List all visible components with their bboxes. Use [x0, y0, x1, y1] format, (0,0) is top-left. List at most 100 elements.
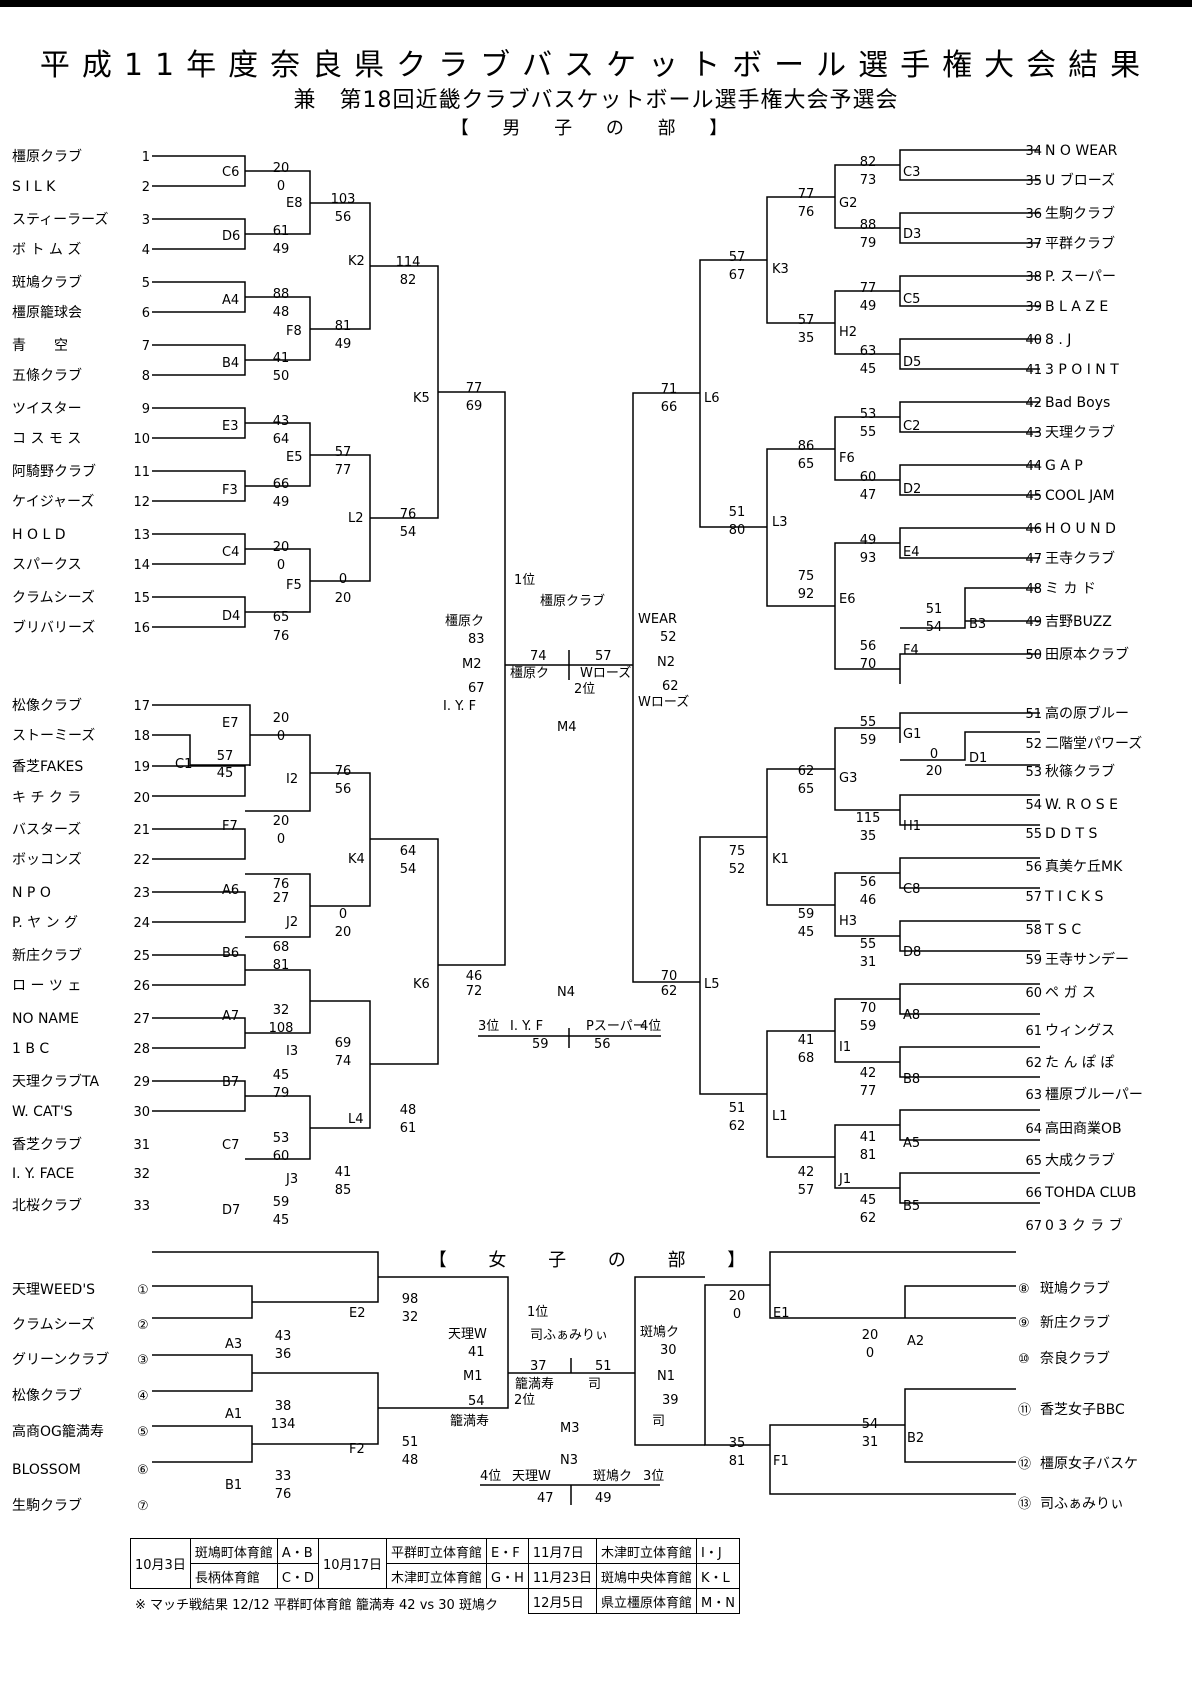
svg-text:U ブローズ: U ブローズ: [1045, 172, 1115, 189]
match-code: B5: [903, 1199, 920, 1214]
match-code: B1: [225, 1478, 242, 1493]
score: 81: [860, 1148, 877, 1163]
third-place-label: 3位: [643, 1469, 664, 1484]
svg-text:ケイジャーズ: ケイジャーズ: [12, 494, 94, 510]
n2-team2: Wローズ: [638, 694, 689, 710]
score: 70: [860, 657, 877, 672]
venue-cell: 斑鳩中央体育館: [595, 1563, 698, 1589]
date-cell: 11月23日: [527, 1563, 598, 1589]
match-code: K4: [348, 852, 365, 867]
score: 20: [273, 814, 290, 829]
match-code: A8: [903, 1008, 920, 1023]
score: 59: [273, 1195, 290, 1210]
svg-text:⑪: ⑪: [1018, 1403, 1031, 1418]
svg-text:生駒クラブ: 生駒クラブ: [1045, 205, 1115, 222]
score: 77: [860, 281, 877, 296]
match-code: D3: [903, 227, 921, 242]
match-code: L3: [772, 515, 788, 530]
score: 57: [217, 749, 234, 764]
score: 0: [277, 832, 285, 847]
svg-text:T I C K S: T I C K S: [1044, 889, 1103, 905]
svg-text:59: 59: [1025, 953, 1042, 968]
m2-team2: I. Y. F: [443, 699, 476, 714]
score: 60: [273, 1149, 290, 1164]
svg-text:9: 9: [142, 402, 150, 417]
venue-cell: 平群町立体育館: [386, 1538, 488, 1564]
match-code: F6: [839, 451, 855, 466]
score: 75: [798, 569, 815, 584]
table-row: 10月3日 斑鳩町体育館 A・B 10月17日 平群町立体育館 E・F 11月7…: [130, 1538, 740, 1589]
match-code: G3: [839, 771, 857, 786]
score: 82: [860, 155, 877, 170]
score: 48: [402, 1453, 419, 1468]
match-code: F4: [903, 643, 919, 658]
score: 32: [273, 1003, 290, 1018]
svg-text:グリーンクラブ: グリーンクラブ: [12, 1351, 109, 1368]
svg-text:3: 3: [142, 213, 150, 228]
score: 114: [396, 255, 421, 270]
svg-text:高商OG籠満寿: 高商OG籠満寿: [12, 1423, 104, 1440]
score: 45: [273, 1213, 290, 1228]
svg-text:62: 62: [1025, 1056, 1042, 1071]
score: 115: [856, 811, 881, 826]
score: 41: [273, 351, 290, 366]
score: 51: [926, 602, 943, 617]
score: 53: [273, 1131, 290, 1146]
svg-text:50: 50: [1025, 648, 1042, 663]
match-code: J3: [285, 1172, 298, 1187]
svg-text:38: 38: [1025, 270, 1042, 285]
score: 35: [798, 331, 815, 346]
score: 52: [729, 862, 746, 877]
score: 20: [335, 925, 352, 940]
m3-label: M3: [560, 1421, 580, 1436]
match-code: D6: [222, 229, 240, 244]
final-team-a: 橿原ク: [510, 666, 549, 681]
venue-cell: 木津町立体育館: [386, 1563, 488, 1589]
score: 20: [273, 711, 290, 726]
date-cell: 12月5日: [527, 1588, 598, 1614]
svg-text:Bad Boys: Bad Boys: [1045, 395, 1110, 411]
score: 76: [798, 205, 815, 220]
score: 42: [860, 1066, 877, 1081]
svg-text:H O U N D: H O U N D: [1045, 521, 1116, 537]
svg-text:コ ス モ ス: コ ス モ ス: [12, 431, 81, 447]
svg-text:B L A Z E: B L A Z E: [1045, 299, 1108, 315]
svg-text:橿原クラブ: 橿原クラブ: [12, 148, 82, 165]
svg-text:13: 13: [133, 528, 150, 543]
second-place-label: 2位: [574, 682, 595, 697]
match-code: A6: [222, 883, 239, 898]
final-score-a: 74: [530, 649, 547, 664]
score: 103: [331, 192, 356, 207]
score: 47: [860, 488, 877, 503]
third-place-label: 3位: [478, 1019, 499, 1034]
score: 0: [930, 747, 938, 762]
svg-text:青 空: 青 空: [12, 338, 68, 354]
first-place-team: 橿原クラブ: [540, 593, 605, 609]
m2-label: M2: [462, 657, 482, 672]
svg-text:15: 15: [133, 591, 150, 606]
svg-text:香芝クラブ: 香芝クラブ: [12, 1136, 82, 1153]
n1-team2: 司: [652, 1414, 665, 1429]
score: 76: [273, 877, 290, 892]
main-title: 平成11年度奈良県クラブバスケットボール選手権大会結果: [39, 48, 1153, 83]
top-border: [0, 0, 1192, 7]
match-code: K2: [348, 254, 365, 269]
svg-text:松像クラブ: 松像クラブ: [12, 1387, 82, 1404]
score: 59: [860, 733, 877, 748]
svg-text:61: 61: [1025, 1024, 1042, 1039]
